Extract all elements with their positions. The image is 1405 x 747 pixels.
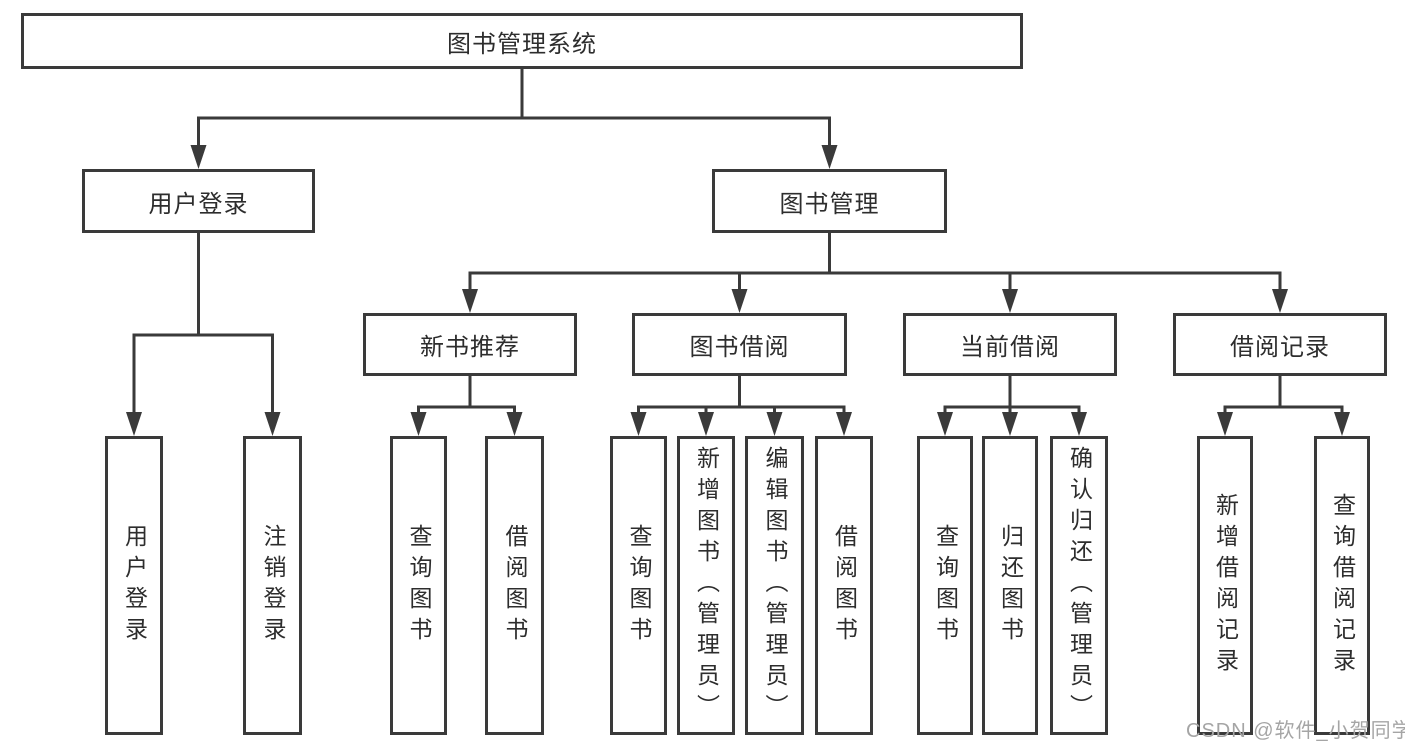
leaf-user-login: 用户登录 xyxy=(105,436,163,735)
leaf-records-add-borrow-record: 新增借阅记录 xyxy=(1197,436,1253,735)
leaf-current-query-books: 查询图书 xyxy=(917,436,973,735)
node-label: 查询图书 xyxy=(406,523,432,648)
node-user-login: 用户登录 xyxy=(82,169,315,233)
node-current-borrowing: 当前借阅 xyxy=(903,313,1117,376)
leaf-borrowing-query-books: 查询图书 xyxy=(610,436,667,735)
leaf-borrowing-borrow-books: 借阅图书 xyxy=(815,436,873,735)
node-book-management: 图书管理 xyxy=(712,169,947,233)
node-label: 图书管理系统 xyxy=(447,30,597,58)
node-label: 借阅图书 xyxy=(831,523,858,648)
node-label: 图书借阅 xyxy=(689,334,790,361)
node-label: 归还图书 xyxy=(997,523,1024,648)
node-new-book-recommend: 新书推荐 xyxy=(363,313,577,376)
node-label: 新增图书（管理员） xyxy=(693,446,720,725)
node-library-management-system: 图书管理系统 xyxy=(21,13,1023,69)
leaf-records-query-borrow-record: 查询借阅记录 xyxy=(1314,436,1370,735)
node-label: 借阅记录 xyxy=(1230,334,1330,361)
leaf-newbook-borrow-books: 借阅图书 xyxy=(485,436,544,735)
node-label: 查询图书 xyxy=(932,523,959,648)
node-label: 用户登录 xyxy=(121,523,148,648)
node-label: 用户登录 xyxy=(148,190,249,218)
node-label: 当前借阅 xyxy=(960,334,1060,361)
leaf-newbook-query-books: 查询图书 xyxy=(390,436,447,735)
node-label: 借阅图书 xyxy=(502,523,528,648)
leaf-current-return-books: 归还图书 xyxy=(982,436,1038,735)
node-book-borrowing: 图书借阅 xyxy=(632,313,847,376)
leaf-borrowing-edit-books-admin: 编辑图书（管理员） xyxy=(745,436,804,735)
node-label: 查询借阅记录 xyxy=(1329,492,1356,679)
node-label: 注销登录 xyxy=(260,523,286,648)
leaf-current-confirm-return-admin: 确认归还（管理员） xyxy=(1050,436,1108,735)
node-label: 图书管理 xyxy=(779,190,880,218)
node-label: 查询图书 xyxy=(626,523,652,648)
node-label: 新书推荐 xyxy=(420,334,520,361)
node-borrow-records: 借阅记录 xyxy=(1173,313,1387,376)
node-label: 编辑图书（管理员） xyxy=(762,446,788,725)
node-label: 确认归还（管理员） xyxy=(1066,446,1093,725)
leaf-logout: 注销登录 xyxy=(243,436,302,735)
csdn-watermark: CSDN @软件_小贺同学 xyxy=(1186,720,1405,742)
node-label: 新增借阅记录 xyxy=(1212,492,1239,679)
leaf-borrowing-add-books-admin: 新增图书（管理员） xyxy=(677,436,735,735)
